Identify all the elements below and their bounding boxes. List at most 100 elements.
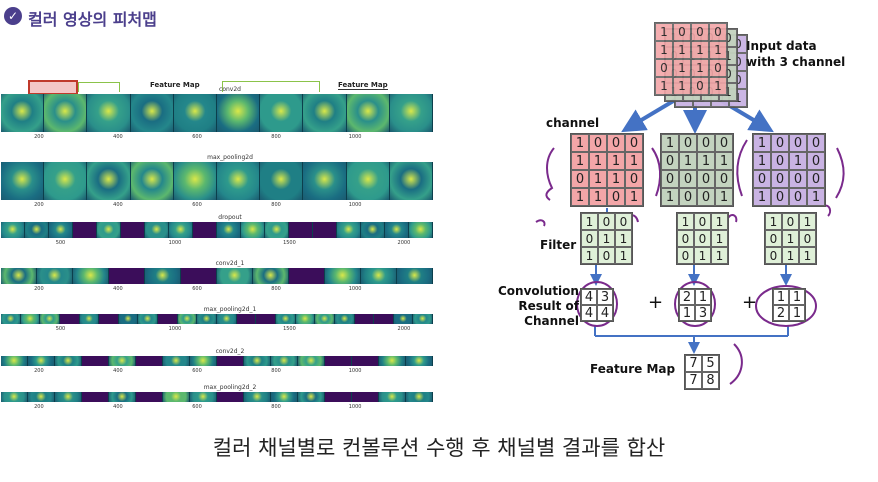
feature-map-tile — [55, 392, 82, 402]
feature-map-tile — [174, 94, 217, 132]
matrix-cell: 1 — [679, 152, 697, 170]
feature-map-tile — [271, 356, 298, 366]
feature-map-tile — [298, 356, 325, 366]
feature-map-tile — [397, 268, 433, 284]
tick-label: 500 — [56, 326, 66, 332]
feature-map-tile — [37, 268, 73, 284]
matrix-cell: 1 — [715, 188, 733, 206]
matrix-cell: 0 — [598, 247, 615, 264]
plus-sign: + — [648, 292, 663, 313]
feature-map-tile — [352, 392, 379, 402]
tick-label: 200 — [34, 202, 44, 208]
matrix-cell: 0 — [679, 170, 697, 188]
matrix-cell: 1 — [673, 41, 691, 59]
matrix-cell: 0 — [789, 188, 807, 206]
feature-map-tile — [190, 356, 217, 366]
feature-map-tile — [217, 268, 253, 284]
tick-label: 1000 — [169, 326, 182, 332]
feature-map-tile — [109, 356, 136, 366]
feature-map-strip — [1, 162, 433, 200]
matrix-cell: 0 — [782, 213, 799, 230]
layer-title: conv2d_1 — [216, 260, 245, 267]
matrix-cell: 0 — [709, 23, 727, 41]
matrix-cell: 0 — [694, 230, 711, 247]
feature-map-tile — [347, 94, 390, 132]
tick-label: 1500 — [283, 240, 296, 246]
feature-map-tile — [138, 314, 158, 324]
handwritten-bracket — [836, 148, 844, 198]
matrix-cell: 1 — [789, 152, 807, 170]
tick-label: 600 — [192, 368, 202, 374]
feature-map-tile — [374, 314, 394, 324]
matrix-cell: 1 — [679, 305, 695, 321]
feature-map-tile — [119, 314, 139, 324]
matrix-cell: 1 — [677, 213, 694, 230]
tick-label: 400 — [113, 286, 123, 292]
matrix-cell: 0 — [673, 23, 691, 41]
matrix-cell: 0 — [789, 134, 807, 152]
feature-map-tile — [413, 314, 433, 324]
tick-label: 1500 — [283, 326, 296, 332]
feature-map-tile — [55, 356, 82, 366]
feature-map-label: Feature Map — [590, 362, 675, 376]
matrix-cell: 0 — [677, 230, 694, 247]
matrix-cell: 0 — [581, 230, 598, 247]
tick-label: 500 — [56, 240, 66, 246]
feature-map-tile — [347, 162, 390, 200]
matrix-cell: 0 — [589, 134, 607, 152]
matrix-cell: 0 — [799, 230, 816, 247]
feature-map-tile — [253, 268, 289, 284]
matrix-cell: 1 — [581, 247, 598, 264]
matrix-cell: 0 — [661, 152, 679, 170]
feature-map-tile — [136, 356, 163, 366]
tick-label: 1000 — [349, 368, 362, 374]
matrix-cell: 0 — [679, 188, 697, 206]
tick-label: 400 — [113, 134, 123, 140]
feature-map-tile — [276, 314, 296, 324]
matrix-cell: 1 — [799, 247, 816, 264]
matrix-cell: 3 — [597, 289, 613, 305]
matrix-cell: 1 — [773, 289, 789, 305]
feature-map-tile — [40, 314, 60, 324]
feature-map-tile — [145, 222, 169, 238]
matrix-cell: 0 — [607, 188, 625, 206]
feature-map-tile — [97, 222, 121, 238]
tick-label: 800 — [271, 404, 281, 410]
matrix-cell: 1 — [655, 23, 673, 41]
convolution-result-label: Convolution Result of Channel — [498, 284, 579, 329]
feature-map-tile — [197, 314, 217, 324]
matrix-cell: 1 — [711, 230, 728, 247]
tick-label: 2000 — [398, 326, 411, 332]
tick-label: 600 — [192, 404, 202, 410]
feature-map-tile — [313, 222, 337, 238]
matrix-cell: 1 — [782, 247, 799, 264]
matrix-cell: 1 — [753, 152, 771, 170]
feature-map-tile — [44, 162, 87, 200]
matrix-cell: 1 — [711, 247, 728, 264]
feature-map-tile — [1, 356, 28, 366]
matrix-cell: 1 — [789, 305, 805, 321]
matrix-cell: 1 — [625, 188, 643, 206]
feature-map-tile — [244, 392, 271, 402]
feature-map-tile — [217, 392, 244, 402]
convolution-diagram: 1000101000001001100001110000100110001111… — [480, 0, 878, 420]
feature-map-header-strip — [28, 80, 78, 95]
layer-title: conv2d — [219, 86, 241, 93]
matrix-cell: 1 — [711, 213, 728, 230]
check-circle-icon: ✓ — [4, 7, 22, 25]
input-matrix-layer: 1000111101101101 — [654, 22, 728, 96]
matrix-cell: 1 — [799, 213, 816, 230]
tick-label: 600 — [192, 286, 202, 292]
feature-map-tile — [237, 314, 257, 324]
layer-title: conv2d_2 — [216, 348, 245, 355]
matrix-cell: 7 — [685, 372, 702, 389]
matrix-cell: 7 — [685, 355, 702, 372]
matrix-cell: 0 — [789, 170, 807, 188]
feature-map-tile — [1, 222, 25, 238]
feature-map-tile — [87, 94, 130, 132]
feature-map-tile — [1, 162, 44, 200]
matrix-cell: 2 — [773, 305, 789, 321]
feature-map-tile — [131, 162, 174, 200]
feature-map-tile — [190, 392, 217, 402]
